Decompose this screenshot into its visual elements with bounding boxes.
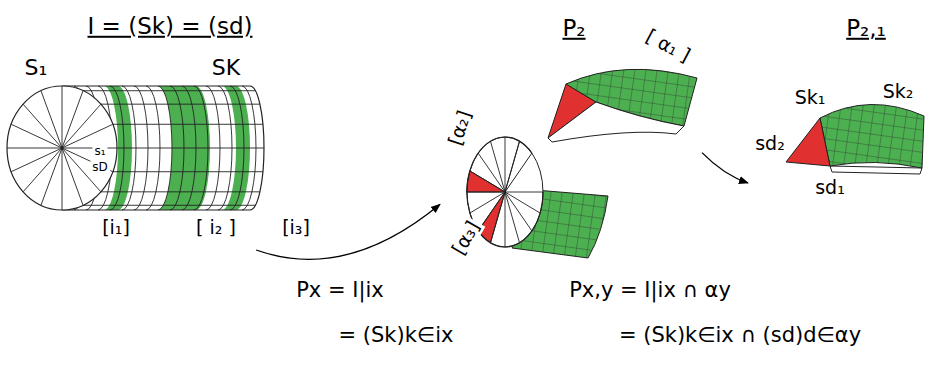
symbol-label: sD xyxy=(90,161,110,175)
symbol-label: s₁ xyxy=(92,145,107,159)
flow-arrow xyxy=(702,153,748,183)
sub-partition-piece xyxy=(786,104,924,174)
symbol-label: [ i₂ ] xyxy=(194,217,238,239)
set-title: P₂ xyxy=(560,15,587,41)
partition-group: P₂ [ α₁ ] [α₂] [α₃] xyxy=(440,3,702,275)
flow-arrow xyxy=(256,204,440,259)
formula: Px,y = I|ix ∩ αy xyxy=(567,278,733,302)
formula: = (Sk)k∈ix ∩ (sd)d∈αy xyxy=(617,323,863,347)
symbol-label: SK xyxy=(210,55,242,80)
symbol-label: [ α₁ ] xyxy=(640,24,695,67)
set-title: I = (Sk) = (sd) xyxy=(86,13,255,39)
cylinder-drawing xyxy=(7,86,264,210)
symbol-label: sd₂ xyxy=(753,133,787,155)
symbol-label: sd₁ xyxy=(813,177,847,199)
symbol-label: S₁ xyxy=(23,55,50,80)
symbol-label: [α₃] xyxy=(447,216,485,261)
formula: Px = I|ix xyxy=(294,278,386,302)
symbol-label: [α₂] xyxy=(444,106,477,150)
symbol-label: [i₁] xyxy=(100,217,132,239)
symbol-label: Sk₂ xyxy=(881,81,916,103)
set-title: P₂,₁ xyxy=(844,15,888,41)
symbol-label: Sk₁ xyxy=(793,87,828,109)
partition-group: P₂,₁ Sk₁ Sk₂ sd₂ sd₁ xyxy=(748,3,933,203)
partition-pieces xyxy=(467,69,697,258)
partition-group: I = (Sk) = (sd) S₁ SK s₁ sD [i₁] [ i₂ ] [i₃] xyxy=(5,3,327,250)
symbol-label: [i₃] xyxy=(280,217,312,239)
formula: = (Sk)k∈ix xyxy=(337,323,456,347)
